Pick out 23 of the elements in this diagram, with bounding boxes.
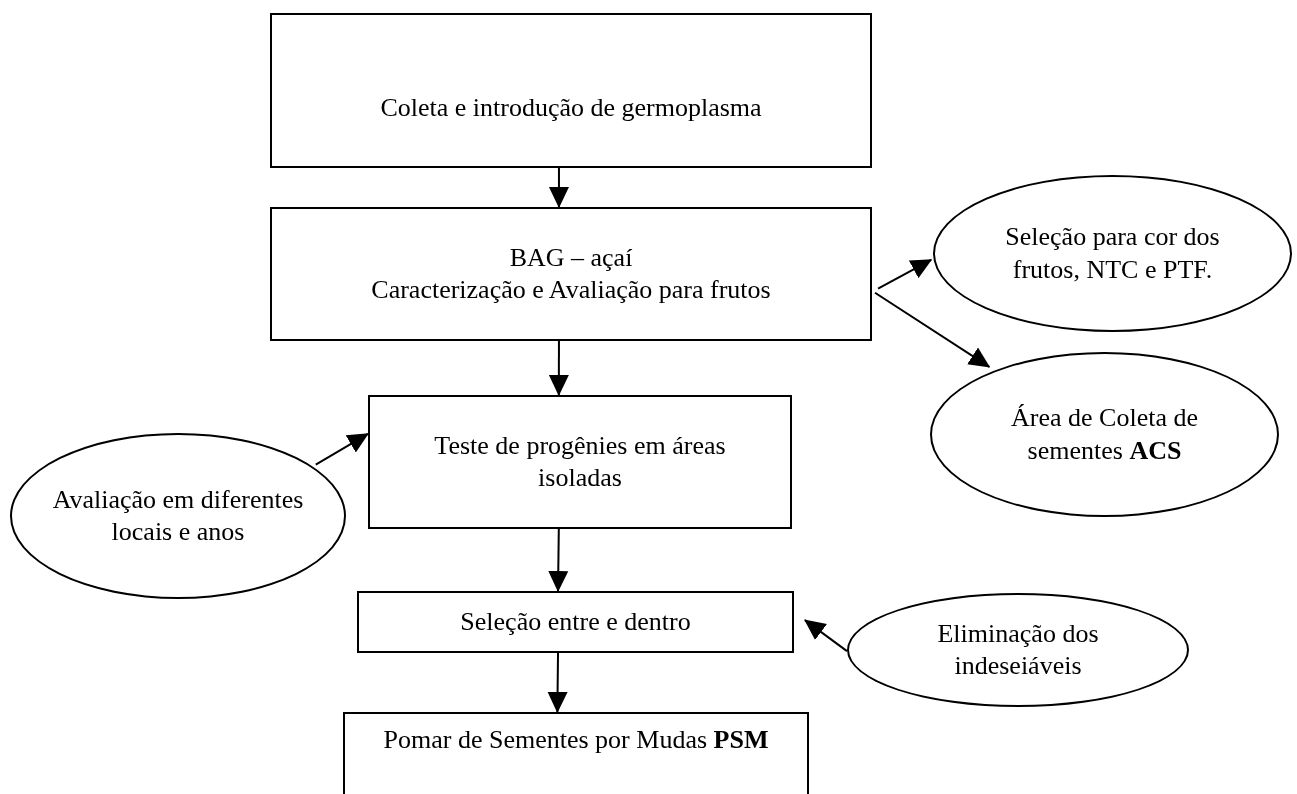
node-text: BAG – açaí — [509, 241, 633, 274]
node-text: Avaliação em diferentes locais e anos — [52, 483, 304, 548]
arrow — [314, 432, 369, 466]
node-text: Eliminação dos indeseiáveis — [936, 617, 1100, 682]
process-box — [270, 13, 872, 168]
arrow — [548, 528, 569, 592]
process-box — [357, 591, 794, 653]
process-box — [270, 207, 872, 341]
arrow — [803, 619, 848, 653]
node-text: Pomar de Sementes por Mudas PSM — [383, 724, 769, 756]
node-text: Área de Coleta de sementes ACS — [1010, 402, 1199, 467]
process-box — [343, 712, 809, 794]
arrow — [548, 340, 569, 396]
arrow — [548, 167, 569, 208]
node-text: Coleta e introdução de germoplasma — [380, 91, 762, 124]
arrow — [547, 652, 568, 713]
process-box — [368, 395, 792, 529]
arrow — [874, 291, 991, 368]
node-text: Caracterização e Avaliação para frutos — [371, 274, 771, 306]
node-text: Teste de progênies em áreas isoladas — [433, 429, 727, 494]
arrow — [877, 258, 933, 290]
node-text: Seleção para cor dos frutos, NTC e PTF. — [1004, 221, 1221, 286]
node-text: Seleção entre e dentro — [460, 605, 691, 638]
